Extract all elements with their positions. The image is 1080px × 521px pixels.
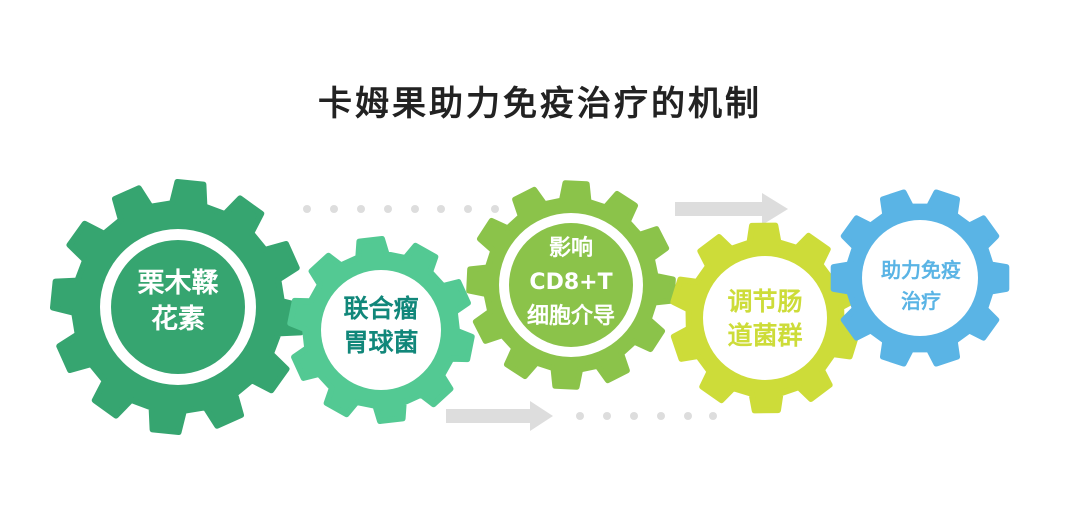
gear1-label: 栗木鞣花素 <box>137 268 219 336</box>
diagram-title: 卡姆果助力免疫治疗的机制 <box>318 84 762 124</box>
top-dotted-connector <box>303 205 499 213</box>
gear1-icon <box>50 179 306 435</box>
top-arrow-icon <box>675 193 788 225</box>
gear5-icon <box>830 189 1010 367</box>
gear3-icon <box>466 180 676 390</box>
bottom-arrow-icon <box>446 401 553 431</box>
gear2-icon <box>287 236 475 424</box>
gear2-label: 联合瘤胃球菌 <box>343 294 419 357</box>
gear5-label: 助力免疫治疗 <box>881 258 961 313</box>
bottom-dotted-connector <box>576 412 717 420</box>
gear4-label: 调节肠道菌群 <box>727 287 803 350</box>
gear4-icon <box>670 222 860 414</box>
